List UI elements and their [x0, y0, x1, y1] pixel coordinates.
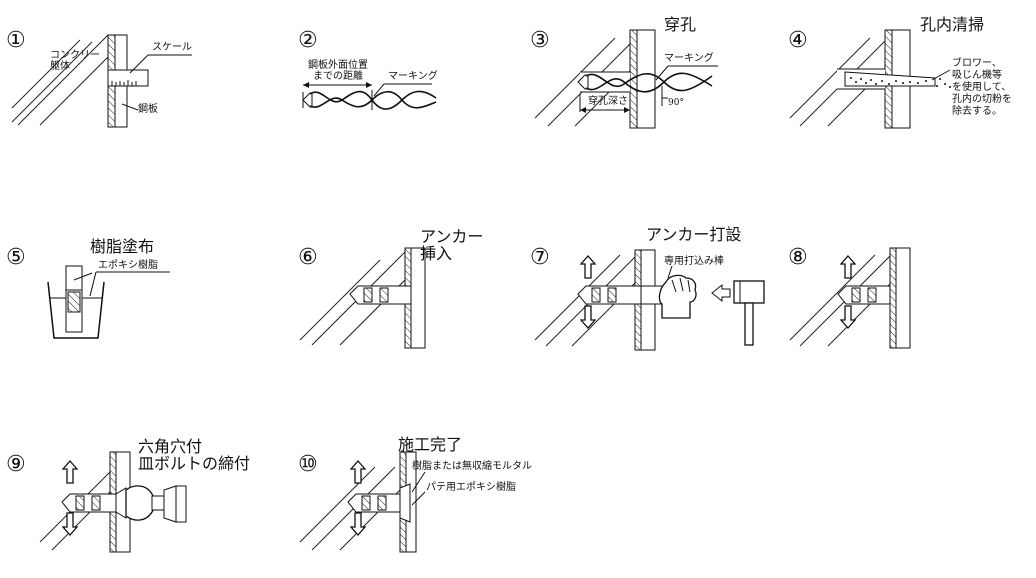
step-number-3: ③ [530, 28, 550, 53]
step-10-title: 施工完了 [398, 435, 463, 454]
leader-line [129, 54, 149, 74]
step-number-4: ④ [788, 28, 808, 53]
step-9-illustration [39, 451, 187, 553]
countersunk-head [399, 483, 411, 523]
step-10-illustration [299, 451, 426, 553]
step-8-illustration [789, 247, 911, 349]
left-arrow-icon [711, 283, 731, 303]
down-arrow-icon [350, 512, 366, 536]
step-7-title: アンカー打設 [646, 225, 742, 244]
step-number-1: ① [6, 28, 26, 53]
drill-bit [309, 90, 437, 110]
step-number-6: ⑥ [298, 245, 318, 270]
step-3-title: 穿孔 [664, 15, 697, 34]
anchor-body [347, 493, 401, 513]
up-arrow-icon [62, 460, 78, 484]
up-arrow-icon [580, 255, 596, 279]
container [47, 281, 105, 339]
step-4-title: 孔内清掃 [920, 15, 985, 34]
angle-label: 90° [668, 98, 684, 108]
drilling-depth-label: 穿孔深さ [588, 96, 628, 107]
step-number-9: ⑨ [6, 452, 26, 477]
step-number-5: ⑤ [6, 245, 26, 270]
step-3-illustration [534, 29, 718, 129]
driving-rod-label: 専用打込み棒 [664, 256, 724, 267]
step-5-illustration [47, 265, 170, 339]
up-arrow-icon [840, 255, 856, 279]
steel-plate-label: 鋼板 [138, 104, 158, 115]
anchor-body [61, 493, 117, 513]
step-number-7: ⑦ [530, 245, 550, 270]
step-7-illustration [534, 249, 765, 351]
hand-icon [658, 274, 697, 319]
putty-epoxy-label: パテ用エポキシ樹脂 [426, 482, 516, 493]
epoxy-resin-label: エポキシ樹脂 [98, 260, 158, 271]
hammer-icon [733, 280, 765, 346]
step-number-2: ② [298, 28, 318, 53]
cleaning-note: ブロワー、 吸じん機等 を使用して、 孔内の切粉を 除去する。 [952, 58, 1012, 117]
scale-ruler [107, 69, 149, 87]
resin-mortar-label: 樹脂または無収縮モルタル [412, 461, 532, 472]
anchor-body [837, 285, 891, 305]
step-4-illustration [789, 29, 951, 129]
steel-plate [889, 247, 897, 349]
blower-nozzle [844, 71, 936, 87]
step-6-title: アンカー 挿入 [420, 227, 484, 263]
step-1-illustration [11, 34, 192, 128]
marking-label-3: マーキング [664, 53, 714, 64]
down-arrow-icon [840, 305, 856, 329]
concrete-body-label: コンクリー 躯体 [50, 50, 100, 72]
scale-label: スケール [152, 42, 192, 53]
distance-label: 鋼板外面位置 までの距離 [308, 60, 368, 82]
marking-label-2: マーキング [388, 71, 438, 82]
dust-particles [850, 77, 951, 88]
concrete-hatch [11, 34, 109, 126]
step-5-title: 樹脂塗布 [90, 237, 155, 256]
step-number-8: ⑧ [788, 245, 808, 270]
step-6-illustration [299, 247, 426, 349]
wrench-socket [115, 485, 187, 523]
step-2-illustration [302, 82, 437, 110]
step-9-title: 六角穴付 皿ボルトの締付 [138, 437, 251, 473]
step-number-10: ⑩ [298, 452, 318, 477]
